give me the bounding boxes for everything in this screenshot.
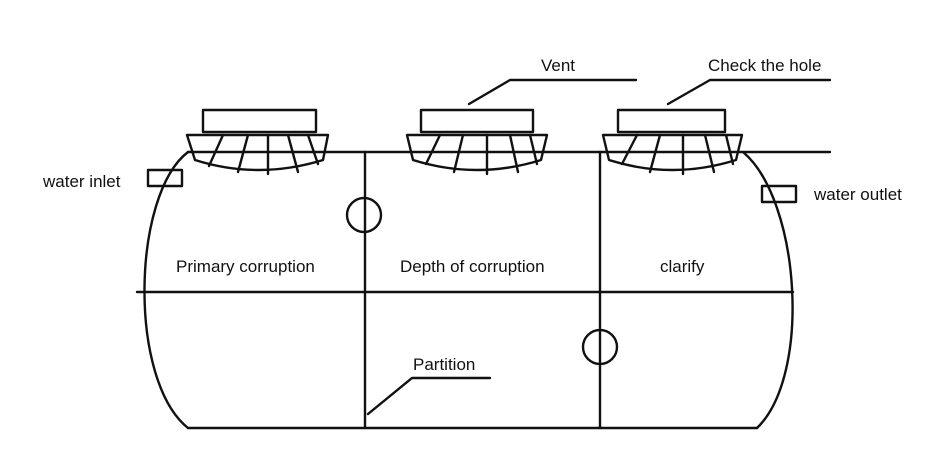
label-clarify: clarify (660, 257, 705, 276)
dome-middle-ribs (424, 133, 539, 176)
dome-left-fan (185, 133, 330, 172)
tank-body (143, 150, 832, 430)
dome-left-ribs (207, 133, 320, 176)
dome-middle-fan (405, 133, 549, 172)
dome-right-cap (616, 108, 727, 134)
dome-middle-cap (419, 108, 535, 134)
water-inlet-pipe (146, 168, 184, 188)
tank-left-wall (143, 150, 190, 430)
dome-right-ribs (620, 133, 735, 176)
check-hole-leader-line (666, 78, 832, 106)
overflow-hole-lower (581, 328, 619, 366)
label-water-inlet: water inlet (42, 172, 121, 191)
dome-right (601, 108, 744, 176)
overflow-hole-upper (345, 196, 383, 234)
dome-right-fan (601, 133, 744, 172)
label-vent: Vent (541, 56, 575, 75)
vent-leader-line (467, 78, 638, 106)
tank-right-wall (741, 150, 794, 430)
partition-leader-line (366, 376, 492, 416)
label-check-hole: Check the hole (708, 56, 821, 75)
label-primary-corruption: Primary corruption (176, 257, 315, 276)
dome-middle (405, 108, 549, 176)
label-partition: Partition (413, 355, 475, 374)
dome-left-cap (201, 108, 318, 134)
label-water-outlet: water outlet (813, 185, 902, 204)
water-outlet-pipe (760, 184, 798, 204)
label-depth-of-corruption: Depth of corruption (400, 257, 545, 276)
dome-left (185, 108, 330, 176)
